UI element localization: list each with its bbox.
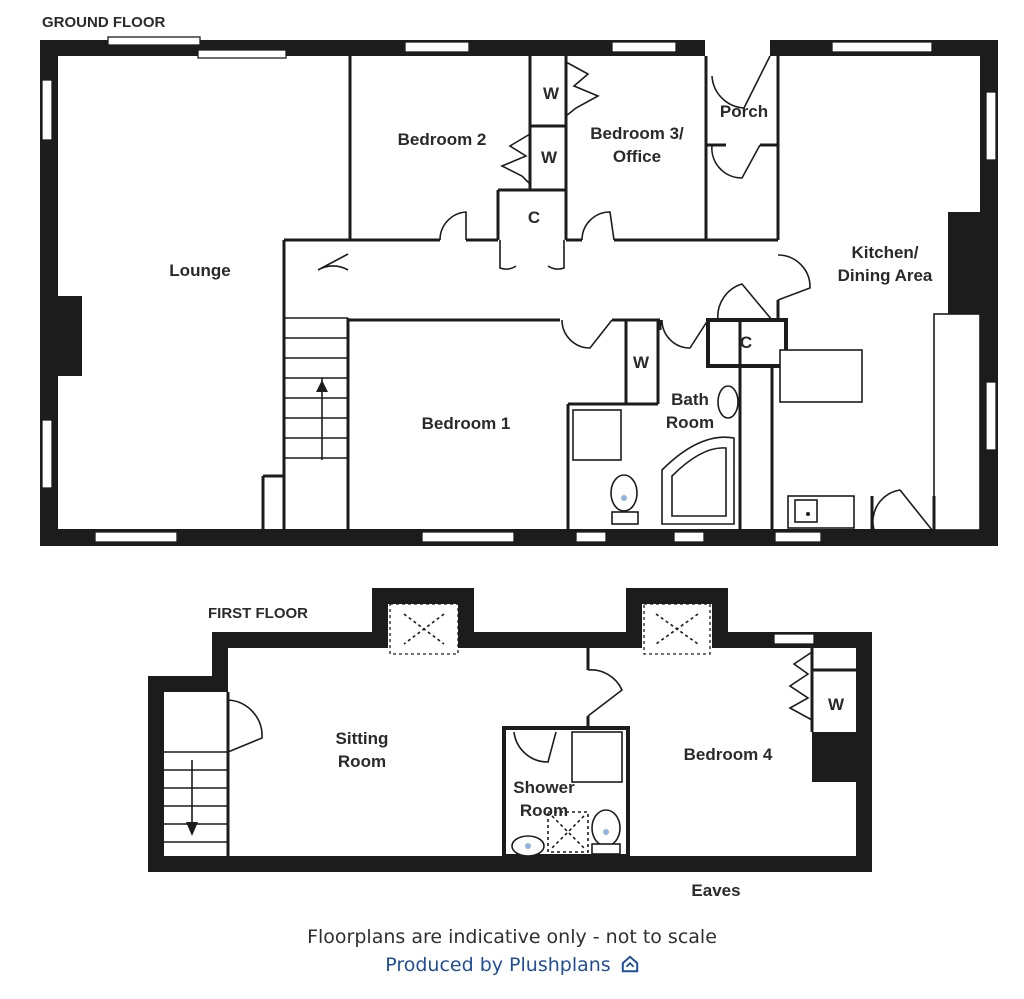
label-wardrobe-4: W: [828, 695, 845, 714]
label-wardrobe-1: W: [543, 84, 560, 103]
label-porch: Porch: [720, 102, 768, 121]
label-bathroom-line1: Bath: [671, 390, 709, 409]
label-bedroom-4: Bedroom 4: [684, 745, 773, 764]
label-bedroom-2: Bedroom 2: [398, 130, 487, 149]
label-bedroom-3-line2: Office: [613, 147, 661, 166]
credit-line: Produced by Plushplans: [0, 954, 1024, 976]
label-lounge: Lounge: [169, 261, 230, 280]
first-floor-title: FIRST FLOOR: [208, 605, 308, 622]
label-cupboard-2: C: [740, 333, 752, 352]
label-bedroom-1: Bedroom 1: [422, 414, 511, 433]
ground-floor-windows: [41, 36, 997, 543]
label-cupboard-1: C: [528, 208, 540, 227]
ground-floor-doors: [317, 55, 933, 531]
label-bedroom-3-line1: Bedroom 3/: [590, 124, 684, 143]
ground-floor-title: GROUND FLOOR: [42, 14, 165, 31]
label-shower-room-line2: Room: [520, 801, 568, 820]
label-sitting-room-line2: Room: [338, 752, 386, 771]
ground-floor-walls: [40, 40, 998, 546]
first-floor-internal: [164, 648, 856, 858]
ground-floor-internal-walls: [261, 56, 936, 530]
label-wardrobe-2: W: [541, 148, 558, 167]
disclaimer-text: Floorplans are indicative only - not to …: [307, 926, 717, 948]
credit-text: Produced by Plushplans: [385, 954, 611, 976]
label-wardrobe-3: W: [633, 353, 650, 372]
first-floor-walls: [148, 588, 872, 872]
label-bathroom-line2: Room: [666, 413, 714, 432]
first-floor-windows: [389, 603, 815, 655]
plushplans-logo-icon: [621, 955, 638, 973]
label-sitting-room-line1: Sitting: [336, 729, 389, 748]
label-kitchen-line2: Dining Area: [838, 266, 933, 285]
label-shower-room-line1: Shower: [513, 778, 575, 797]
label-eaves: Eaves: [691, 881, 740, 900]
label-kitchen-line1: Kitchen/: [851, 243, 918, 262]
